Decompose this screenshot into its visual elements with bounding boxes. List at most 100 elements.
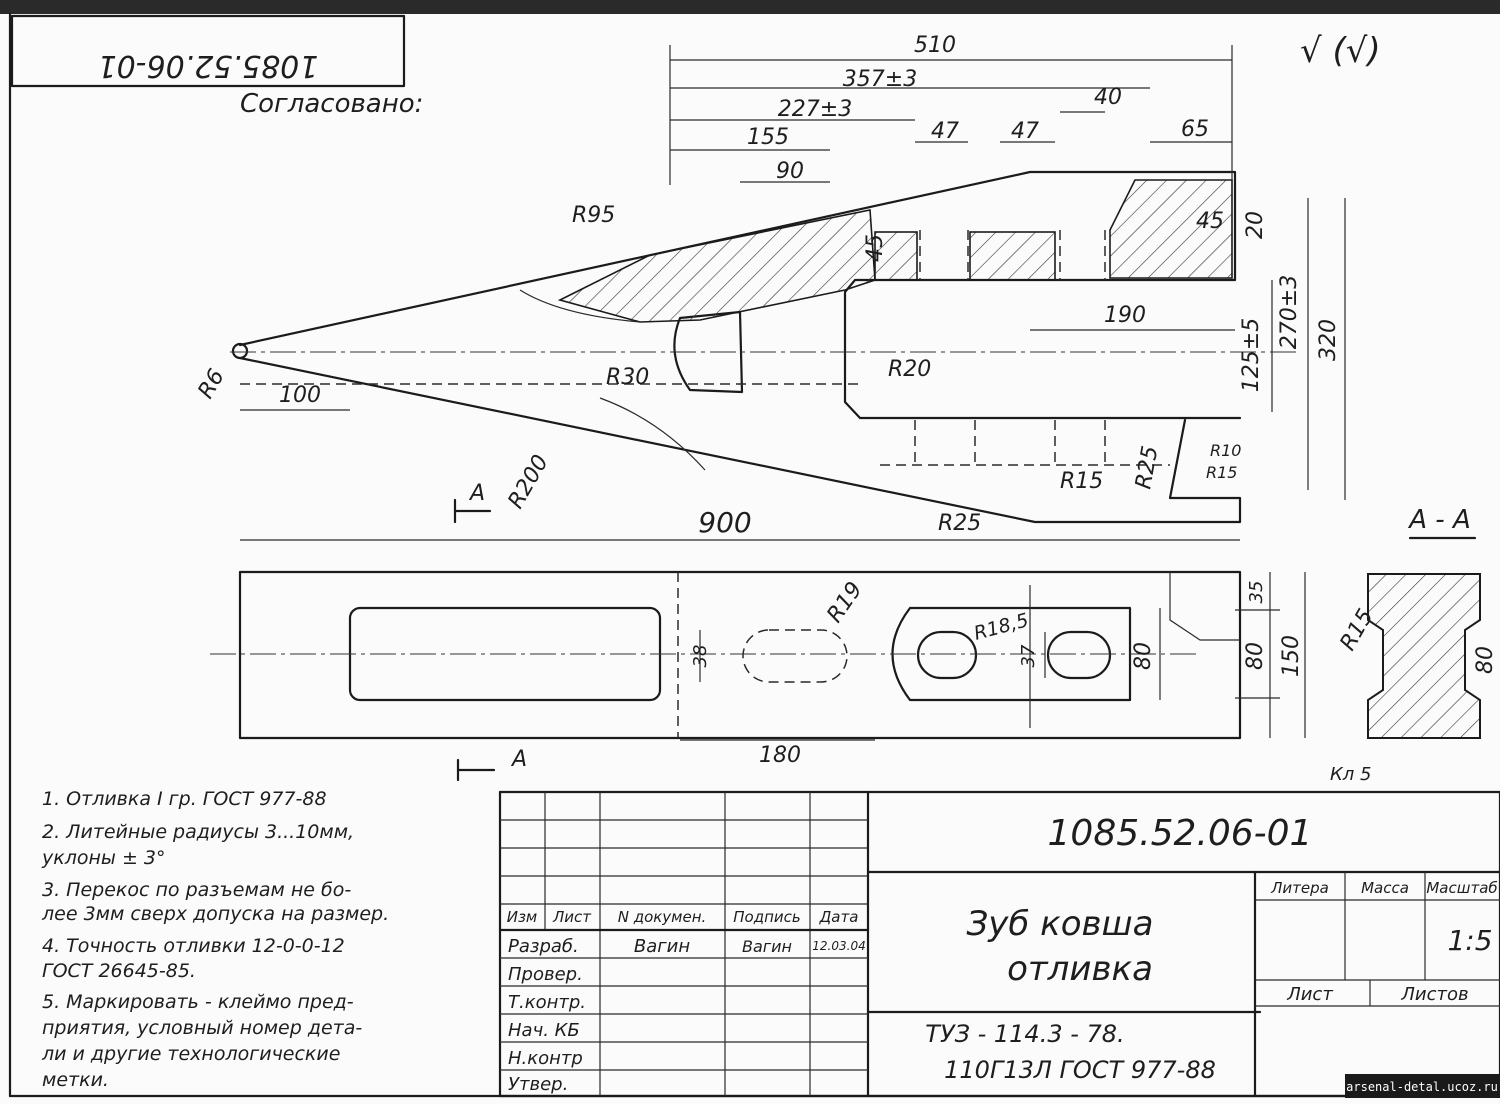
top-stamp-number: 1085.52.06-01 — [98, 48, 319, 83]
dim-45-left: 45 — [863, 234, 888, 262]
plan-boss — [891, 606, 1132, 702]
note-line: ГОСТ 26645-85. — [42, 960, 196, 982]
lower-hidden-lines — [914, 420, 1106, 465]
tb-row-tkontr: Т.контр. — [508, 992, 586, 1013]
note-line: 1. Отливка I гр. ГОСТ 977-88 — [42, 788, 327, 810]
plan-outline — [238, 570, 1242, 740]
tb-scale: Масштаб — [1426, 879, 1497, 897]
hatch-zone-3 — [969, 231, 1056, 281]
dim-320: 320 — [1316, 319, 1341, 361]
watermark-bg — [1345, 1074, 1500, 1098]
tb-developer: Вагин — [634, 936, 691, 957]
radius-r20: R20 — [888, 357, 931, 382]
dim-270: 270±3 — [1277, 275, 1302, 349]
tb-sheet: Лист — [1286, 984, 1333, 1005]
note-line: 5. Маркировать - клеймо пред- — [42, 991, 354, 1013]
radius-r30: R30 — [606, 365, 649, 390]
tb-col-sign: Подпись — [733, 908, 800, 926]
dim-80-side: 80 — [1243, 642, 1268, 670]
hatch-zone-1 — [557, 209, 876, 323]
radius-r25-side: R25 — [1131, 444, 1163, 491]
note-line: уклоны ± 3° — [41, 847, 166, 869]
tb-material-line1: ТУЗ - 114.3 - 78. — [925, 1020, 1124, 1048]
dim-45-right: 45 — [1196, 209, 1224, 234]
dim-35: 35 — [1246, 581, 1267, 604]
radius-r6: R6 — [194, 365, 230, 403]
tb-row-utver: Утвер. — [508, 1074, 568, 1095]
tb-drawing-number: 1085.52.06-01 — [1048, 813, 1313, 854]
hatch-zone-2 — [874, 231, 918, 281]
plan-hole-2 — [1046, 630, 1112, 680]
dim-65: 65 — [1181, 117, 1209, 142]
cavity-outline — [673, 310, 744, 394]
dim-155: 155 — [747, 125, 789, 150]
tb-date: 12.03.04 — [812, 939, 865, 953]
tb-row-nachkb: Нач. КБ — [508, 1020, 580, 1041]
tip-radius — [231, 342, 249, 360]
r200-arc — [599, 397, 706, 471]
radius-r15: R15 — [1060, 469, 1103, 494]
tb-name-line2: отливка — [1007, 949, 1153, 989]
section-title: А - А — [1407, 505, 1470, 535]
dim-20: 20 — [1243, 211, 1268, 239]
scan-top-edge — [0, 0, 1500, 14]
dim-40: 40 — [1094, 85, 1122, 110]
tb-scale-value: 1:5 — [1447, 924, 1492, 957]
note-line: ли и другие технологические — [41, 1043, 340, 1065]
roughness-sign: √ (√) — [1300, 31, 1381, 71]
plan-view — [210, 570, 1306, 740]
body-lower-outline — [238, 356, 1242, 524]
radius-r200: R200 — [504, 451, 554, 513]
dim-47a: 47 — [931, 119, 959, 144]
radius-r15-small: R15 — [1206, 463, 1237, 482]
plan-hidden-hole — [742, 629, 848, 683]
dim-180: 180 — [759, 743, 801, 768]
dim-125: 125±5 — [1239, 318, 1264, 392]
dim-900: 900 — [698, 506, 751, 539]
tb-mass: Масса — [1361, 879, 1409, 897]
section-a-a: А - А R15 80 Кл 5 — [1330, 505, 1498, 785]
tb-row-nkontr: Н.контр — [508, 1048, 583, 1069]
dim-510: 510 — [914, 33, 956, 58]
tb-name-line1: Зуб ковша — [966, 904, 1153, 944]
dim-100: 100 — [279, 383, 321, 408]
dim-150: 150 — [1279, 635, 1304, 677]
tb-litera: Литера — [1270, 879, 1329, 897]
section-mark-bottom: А — [510, 747, 527, 772]
tb-col-list: Лист — [552, 908, 592, 926]
tb-row-prover: Провер. — [508, 964, 583, 985]
radius-r19: R19 — [822, 578, 867, 628]
radius-r25-bottom: R25 — [938, 511, 981, 536]
section-profile — [1367, 573, 1481, 739]
plan-step — [1169, 572, 1240, 641]
tb-col-doc: N докумен. — [618, 908, 707, 926]
radius-r10: R10 — [1210, 441, 1241, 460]
tb-col-date: Дата — [819, 908, 859, 926]
top-stamp-box — [10, 14, 406, 88]
dim-80-section: 80 — [1473, 646, 1498, 674]
plan-hole-1 — [916, 630, 978, 680]
dim-227: 227±3 — [778, 97, 852, 122]
tb-sheets: Листов — [1400, 984, 1468, 1005]
dim-80-plan: 80 — [1131, 642, 1156, 670]
tb-material-line2: 110Г13Л ГОСТ 977-88 — [944, 1056, 1216, 1084]
r95-arc — [519, 289, 641, 323]
dim-37: 37 — [1018, 644, 1039, 667]
note-line: метки. — [42, 1069, 109, 1091]
dim-90: 90 — [776, 159, 804, 184]
tb-row-razrab: Разраб. — [508, 936, 579, 957]
technical-notes: 1. Отливка I гр. ГОСТ 977-88 2. Литейные… — [41, 788, 389, 1091]
dim-357: 357±3 — [843, 67, 917, 92]
note-line: приятия, условный номер дета- — [42, 1017, 362, 1039]
note-line: 3. Перекос по разъемам не бо- — [42, 879, 351, 901]
title-block — [498, 790, 1500, 1098]
dim-47b: 47 — [1011, 119, 1039, 144]
radius-r18-5: R18,5 — [972, 609, 1031, 645]
tb-col-izm: Изм — [507, 908, 538, 926]
section-mark-top: А — [468, 481, 485, 506]
kl-mark: Кл 5 — [1330, 764, 1371, 785]
agreed-label: Согласовано: — [240, 89, 423, 119]
hatch-zone-4 — [1109, 179, 1233, 279]
